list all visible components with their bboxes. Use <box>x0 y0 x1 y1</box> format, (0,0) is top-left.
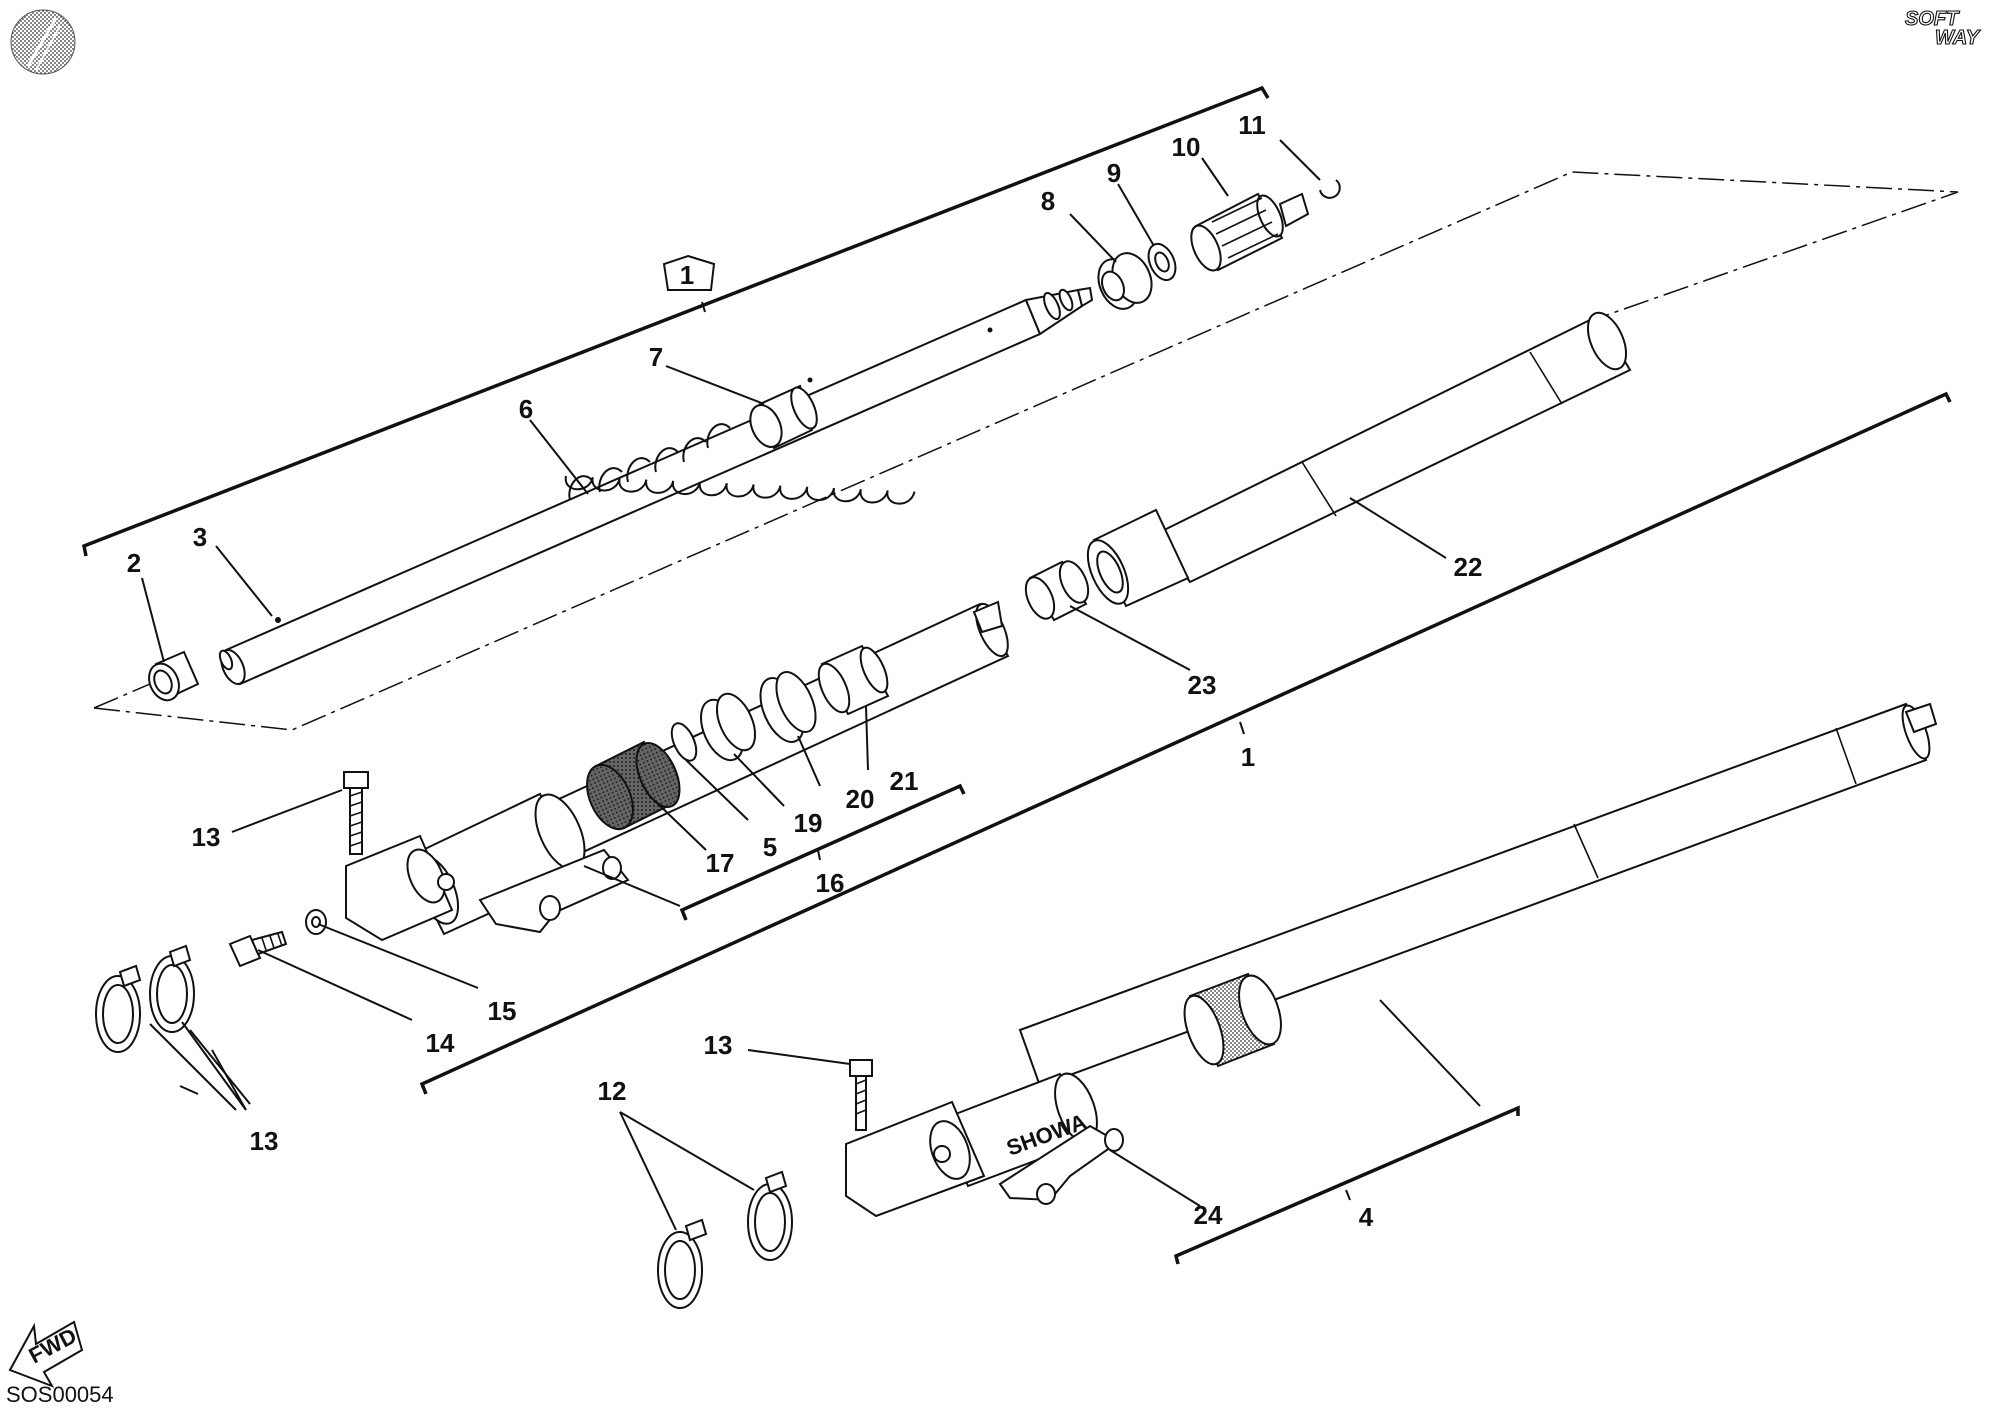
drawing-code: SOS00054 <box>6 1382 114 1407</box>
spring <box>564 423 916 505</box>
clamps-14 <box>95 944 195 1053</box>
softway-logo-bottom: WAY <box>1935 27 1981 49</box>
callout-3: 3 <box>193 522 207 552</box>
cap-8 <box>1097 252 1153 310</box>
callout-5: 5 <box>763 832 777 862</box>
bolt-13a <box>343 771 369 855</box>
callouts: 2 3 6 7 8 9 10 11 22 23 1 21 20 19 5 17 … <box>127 110 1483 1232</box>
callout-9: 9 <box>1107 158 1121 188</box>
assembly-brackets <box>81 85 1952 1265</box>
ring-23 <box>1024 560 1090 622</box>
softway-logo: SOFT WAY <box>1904 7 1981 49</box>
callout-8: 8 <box>1041 186 1055 216</box>
softway-logo-top: SOFT <box>1905 8 1960 30</box>
callout-13-left: 13 <box>192 822 221 852</box>
assembly-marker-label: 1 <box>680 260 694 290</box>
clamps-12 <box>657 1170 793 1309</box>
callout-7: 7 <box>649 342 663 372</box>
bolt-13b <box>849 1059 873 1131</box>
callout-23: 23 <box>1188 670 1217 700</box>
callout-2: 2 <box>127 548 141 578</box>
callout-1: 1 <box>1241 742 1255 772</box>
manufacturer-logo <box>10 9 76 75</box>
complete-leg-4: SHOWA <box>845 702 1938 1218</box>
phantom-outline <box>93 171 1959 731</box>
assembly-marker: 1 <box>662 254 716 291</box>
callout-13-right: 13 <box>704 1030 733 1060</box>
clip-5 <box>670 722 698 762</box>
callout-24: 24 <box>1194 1200 1223 1230</box>
forward-arrow-icon: FWD <box>8 1320 84 1388</box>
washer-16 <box>305 909 327 935</box>
outer-tube-22 <box>1086 311 1632 608</box>
callout-14: 13 <box>250 1126 279 1156</box>
leader-lines <box>141 139 1481 1231</box>
callout-16: 15 <box>488 996 517 1026</box>
callout-11: 11 <box>1238 110 1266 140</box>
bushing-20 <box>759 671 817 743</box>
callout-19: 19 <box>794 808 823 838</box>
callout-20: 20 <box>846 784 875 814</box>
callout-6: 6 <box>519 394 533 424</box>
clip-11 <box>1319 179 1341 199</box>
washer-9 <box>1147 242 1177 282</box>
callout-21: 21 <box>890 766 919 796</box>
callout-22: 22 <box>1454 552 1483 582</box>
callout-15: 14 <box>426 1028 455 1058</box>
bushing-21 <box>817 644 890 716</box>
adjuster-10 <box>1190 192 1310 272</box>
callout-18: 17 <box>706 848 735 878</box>
callout-12: 12 <box>598 1076 627 1106</box>
seal-18 <box>586 740 681 831</box>
callout-10: 10 <box>1172 132 1201 162</box>
callout-17: 16 <box>816 868 845 898</box>
washer-19 <box>700 692 757 762</box>
screw-15 <box>228 930 288 968</box>
guide-7 <box>749 384 818 450</box>
callout-4: 4 <box>1359 1202 1374 1232</box>
bushing-2 <box>148 650 200 702</box>
